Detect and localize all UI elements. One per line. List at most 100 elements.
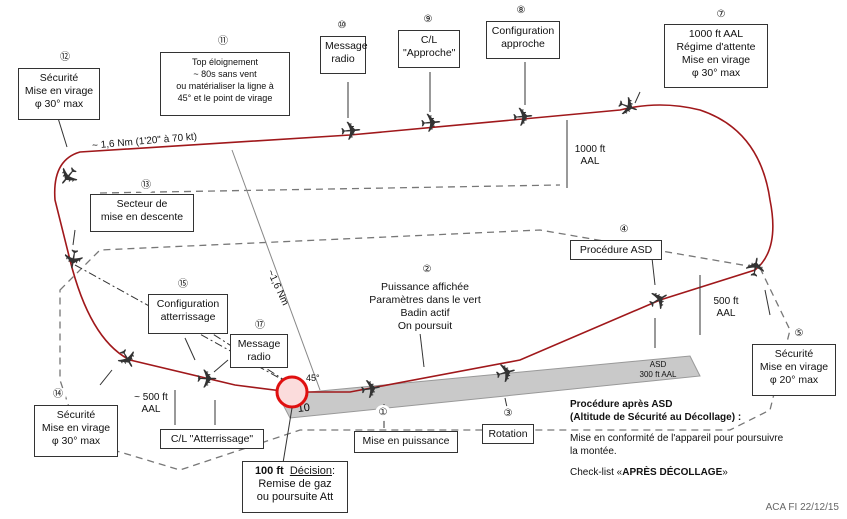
step-number-5: ⑤ (791, 326, 807, 342)
asd-body: la montée. (570, 446, 617, 457)
box-line: Top éloignement (191, 57, 259, 67)
label-line: 300 ft AAL (639, 370, 677, 379)
decision-line: ou poursuite Att (256, 491, 334, 503)
box-mise-en-puissance: Mise en puissance (354, 431, 458, 453)
box-line: Mise en virage (24, 85, 94, 97)
asd-checklist: Check-list «APRÈS DÉCOLLAGE» (570, 466, 840, 479)
asd-body: Mise en conformité de l'appareil pour po… (570, 433, 784, 444)
box-line: C/L (420, 34, 438, 46)
asd-title: Procédure après ASD (570, 399, 673, 410)
box-line: φ 30° max (34, 98, 84, 110)
checklist-prefix: Check-list « (570, 467, 623, 478)
box-line: Secteur de (116, 198, 168, 210)
box-top-eloignement: Top éloignement ~ 80s sans vent ou matéria… (160, 52, 290, 116)
aircraft-icon: ✈ (357, 372, 385, 406)
decision-underline: Décision (289, 465, 332, 477)
checklist-name: APRÈS DÉCOLLAGE (622, 467, 723, 478)
step-number-4: ④ (616, 222, 632, 238)
box-line: 45° et le point de virage (177, 93, 273, 103)
box-line: φ 20° max (769, 374, 819, 386)
step-number-9: ⑨ (420, 12, 436, 28)
decision-circle (275, 375, 309, 409)
dashed-line-mid (99, 184, 561, 194)
step-number-2: ② (419, 262, 435, 278)
label-line: AAL (716, 308, 736, 319)
aircraft-icon: ✈ (56, 245, 90, 273)
footer-reference: ACA FI 22/12/15 (765, 502, 839, 513)
box-text: Rotation (488, 428, 528, 440)
box-procedure-asd: Procédure ASD (570, 240, 662, 260)
label-line: 1000 ft (574, 144, 606, 155)
box-line: On poursuit (397, 320, 453, 332)
box-line: φ 30° max (691, 67, 741, 79)
runway (277, 355, 701, 419)
box-line: Message (325, 40, 368, 52)
box-line: "Approche" (403, 47, 456, 59)
step-number-12: ⑫ (57, 50, 73, 66)
box-line: Régime d'attente (676, 41, 756, 53)
checklist-suffix: » (722, 467, 728, 478)
box-line: Badin actif (400, 307, 450, 319)
step-number-11: ⑪ (215, 34, 231, 50)
box-line: Sécurité (774, 348, 814, 360)
box-line: Paramètres dans le vert (369, 294, 481, 306)
box-line: Configuration (491, 25, 555, 37)
aircraft-icon: ✈ (196, 364, 218, 394)
step-number-3: ③ (500, 406, 516, 422)
box-line: ~ 80s sans vent (193, 69, 257, 79)
step-number-14: ⑭ (50, 387, 66, 403)
box-line: radio (331, 53, 355, 65)
asd-procedure: Procédure après ASD (Altitude de Sécurit… (570, 398, 840, 479)
box-text: Mise en puissance (362, 435, 450, 447)
box-text: C/L "Atterrissage" (170, 433, 254, 445)
label-line: ASD (649, 360, 667, 369)
box-text: Procédure ASD (579, 244, 653, 256)
box-line: Mise en virage (759, 361, 829, 373)
box-cl-atterrissage: C/L "Atterrissage" (160, 429, 264, 449)
box-line: Configuration (156, 298, 220, 310)
box-line: φ 30° max (51, 435, 101, 447)
label-line: AAL (141, 404, 161, 415)
box-line: radio (247, 351, 271, 363)
label-line: ~ 500 ft (134, 392, 168, 403)
step-number-8: ⑧ (513, 3, 529, 19)
label-angle: 45° (306, 373, 320, 383)
box-line: Puissance affichée (381, 281, 469, 293)
aircraft-icon: ✈ (418, 107, 444, 139)
step-number-10: ⑩ (334, 18, 350, 34)
box-line: mise en descente (100, 211, 184, 223)
asd-subtitle: (Altitude de Sécurité au Décollage) : (570, 412, 742, 423)
line-45 (231, 149, 321, 391)
box-cl-approche: C/L"Approche" (398, 30, 460, 68)
box-decision: 100 ft Décision: Remise de gaz ou poursu… (242, 461, 348, 513)
box-line: approche (501, 38, 545, 50)
label-line: AAL (580, 156, 600, 167)
dashdot-2 (159, 299, 293, 386)
box-line: 1000 ft AAL (688, 28, 744, 40)
aircraft-icon: ✈ (739, 253, 773, 281)
step-number-1: ① (375, 405, 391, 421)
box-line: Mise en virage (681, 54, 751, 66)
step-number-15: ⑮ (175, 277, 191, 293)
box-line: ou matérialiser la ligne à (176, 81, 274, 91)
box-line: atterrissage (160, 311, 216, 323)
box-line: Sécurité (39, 72, 79, 84)
box-line: Mise en virage (41, 422, 111, 434)
box-line: Message (237, 338, 281, 350)
step-number-17: ⑰ (252, 318, 268, 334)
label-line: 500 ft (713, 296, 739, 307)
